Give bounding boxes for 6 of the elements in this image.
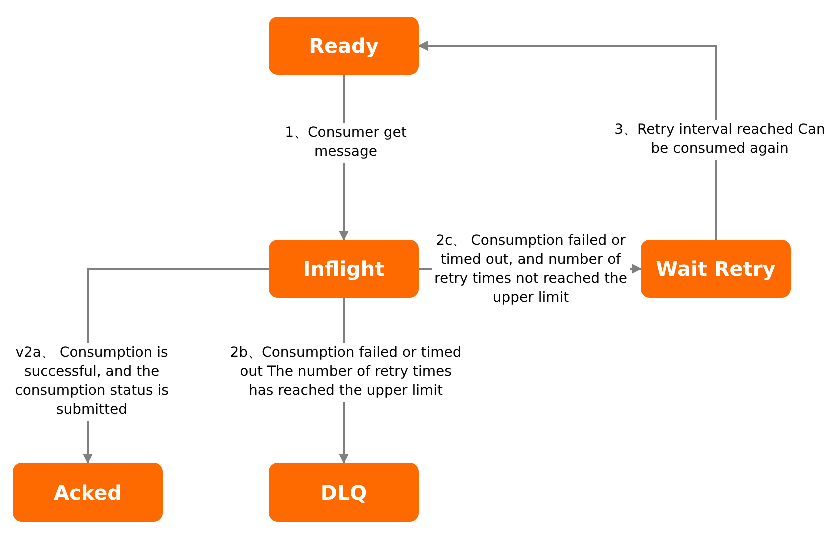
state-box: Ready: [269, 17, 419, 75]
state-box: Wait Retry: [641, 240, 791, 298]
state-box: DLQ: [269, 463, 419, 522]
state-box: Inflight: [269, 240, 419, 298]
arrow: [418, 41, 717, 240]
state-box: Acked: [13, 463, 163, 522]
